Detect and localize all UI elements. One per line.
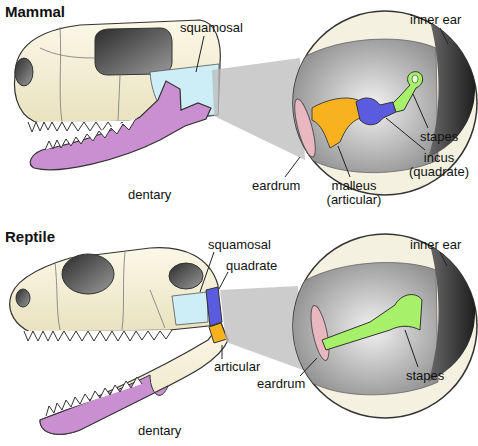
reptile-leader-lines [300,358,317,376]
reptile-skull [10,248,218,332]
mammal-leader-lines [338,146,350,177]
reptile-leader-lines [405,330,418,367]
zoom-wedge [220,286,303,370]
reptile-squamosal [172,292,208,325]
part-label: articular [214,360,260,374]
reptile-jaw [40,323,228,434]
mammal-skull [15,58,33,86]
mammal-dentary-bone [30,81,211,170]
mammal-ear-circle [292,14,475,173]
reptile-ear-circle [292,234,477,418]
reptile-ear-circle [293,234,477,418]
reptile-upper-teeth [24,330,172,341]
part-label: stapes [420,130,458,144]
zoom-wedge [212,58,305,160]
part-label: stapes [406,369,444,383]
mammal-ear-circle [312,98,360,148]
reptile-leader-lines [219,272,228,289]
mammal-ear-circle [412,75,418,83]
reptile-skull [62,254,114,294]
mammal-leader-lines [285,157,300,177]
part-label: squamosal [180,21,243,35]
mammal-leader-lines [440,28,448,44]
reptile-leader-lines [440,252,447,266]
mammal-skull [40,27,120,122]
reptile-jaw [46,377,142,416]
part-label: dentary [138,424,181,438]
reptile-leader-lines [200,252,214,292]
part-label: squamosal [208,238,271,252]
reptile-skull [10,248,218,332]
panel-heading: Mammal [5,3,65,20]
zoom-wedge [212,58,305,160]
panel-heading: Reptile [5,228,55,245]
part-label: eardrum [252,179,300,193]
part-label: eardrum [257,377,305,391]
mammal-dentary-bone [30,81,211,170]
reptile-skull [169,263,203,289]
reptile-jaw [40,323,228,434]
mammal-leader-lines [196,28,448,177]
mammal-dentary-bone [45,117,140,150]
reptile-squamosal [172,292,208,325]
mammal-leader-lines [386,118,425,150]
reptile-leader-lines [222,345,223,359]
reptile-skull [16,289,30,307]
reptile-ear-circle [428,238,475,382]
part-label: quadrate [226,259,277,273]
reptile-quadrate [206,287,222,326]
reptile-skull [55,252,165,330]
mammal-leader-lines [413,94,428,128]
mammal-leader-lines [196,36,204,72]
reptile-leader-lines [200,252,447,376]
reptile-ear-circle [322,295,422,350]
reptile-ear-circle [292,238,475,395]
reptile-ear-circle [307,304,332,362]
reptile-quadrate [206,287,222,326]
part-label: malleus (articular) [318,179,390,207]
part-label: incus (quadrate) [404,151,474,179]
reptile-upper-teeth [24,330,172,341]
mammal-ear-circle [290,11,477,195]
part-label: dentary [128,188,171,202]
mammal-skull [95,28,172,75]
zoom-wedge [220,286,303,370]
part-label: inner ear [410,13,461,27]
part-label: inner ear [410,238,461,252]
